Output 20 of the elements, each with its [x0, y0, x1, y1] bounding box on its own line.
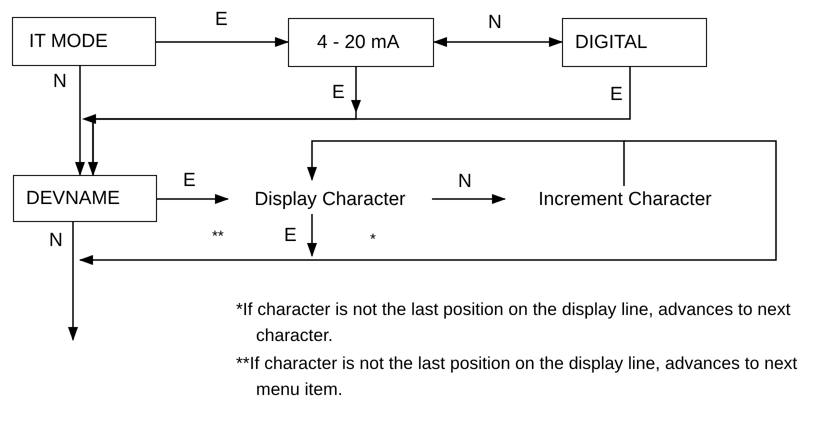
menu-step: Increment Character — [505, 184, 745, 214]
arrow — [75, 66, 85, 176]
arrow — [433, 37, 563, 47]
menu-box: DEVNAME — [13, 175, 157, 222]
menu-box: 4 - 20 mA — [288, 18, 434, 67]
footnote-mark: ** — [212, 229, 224, 244]
arrow — [432, 194, 506, 204]
arrow — [82, 67, 631, 176]
menu-box: IT MODE — [12, 17, 156, 66]
footnote-mark: * — [370, 232, 376, 247]
footnote: **If character is not the last position on the display line, advances to next menu item. — [236, 352, 798, 401]
arrow — [79, 140, 777, 265]
footnote: *If character is not the last position on the display line, advances to next character. — [236, 298, 792, 347]
arrow — [68, 222, 78, 341]
menu-step: Display Character — [228, 184, 432, 214]
arrow — [157, 194, 229, 204]
arrow — [307, 214, 317, 257]
arrow — [156, 37, 289, 47]
menu-box: DIGITAL — [562, 18, 707, 67]
arrow — [307, 140, 625, 186]
